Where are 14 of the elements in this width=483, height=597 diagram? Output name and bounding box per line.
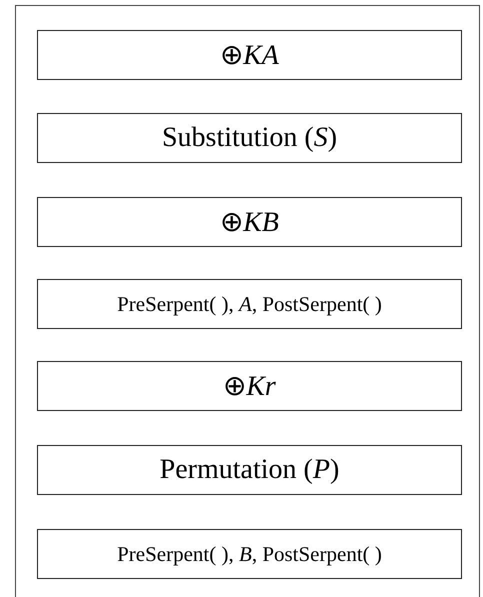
box-label: Permutation (P) [160, 454, 340, 486]
box-label: Substitution (S) [162, 122, 338, 154]
box-label: ⊕KB [220, 206, 279, 239]
process-box [37, 30, 462, 80]
box-label: ⊕Kr [223, 370, 276, 403]
process-box [37, 279, 462, 329]
process-box [37, 361, 462, 411]
process-box [37, 445, 462, 495]
process-box [37, 197, 462, 247]
box-label: ⊕KA [220, 39, 279, 72]
process-box [37, 113, 462, 163]
box-label: PreSerpent( ), B, PostSerpent( ) [117, 542, 382, 566]
process-box [37, 529, 462, 579]
box-label: PreSerpent( ), A, PostSerpent( ) [117, 292, 382, 316]
